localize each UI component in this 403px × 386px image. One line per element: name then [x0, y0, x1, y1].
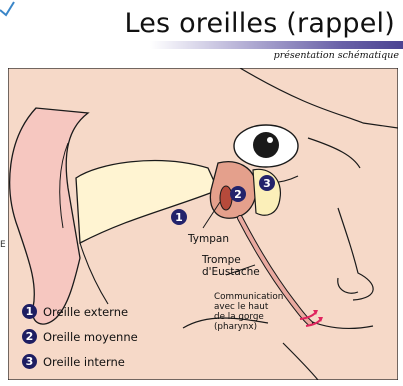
comm-label-line1: Communication [214, 292, 283, 302]
checkmark-icon [0, 0, 20, 20]
trompe-label-line2: d'Eustache [202, 266, 260, 278]
page-title: Les oreilles (rappel) [124, 8, 395, 39]
marker-middle-ear: 2 [230, 186, 246, 202]
legend-label: Oreille externe [43, 305, 128, 319]
comm-label-line3: de la gorge [214, 312, 264, 322]
legend-number: 1 [22, 304, 37, 319]
header: Les oreilles (rappel) présentation schém… [0, 0, 403, 64]
legend-number: 2 [22, 329, 37, 344]
legend-item-1: 1 Oreille externe [22, 304, 128, 319]
eye-glint [267, 137, 273, 143]
ear-diagram: 1 2 3 Tympan Trompe d'Eustache Communica… [8, 68, 398, 380]
tympan-label: Tympan [188, 233, 229, 245]
legend-number: 3 [22, 354, 37, 369]
legend-label: Oreille interne [43, 355, 125, 369]
legend-label: Oreille moyenne [43, 330, 138, 344]
marker-outer-ear: 1 [171, 209, 187, 225]
edge-letter: E [0, 240, 6, 250]
title-underline [150, 41, 403, 49]
pupil [253, 132, 279, 158]
legend-item-3: 3 Oreille interne [22, 354, 125, 369]
page-subtitle: présentation schématique [274, 50, 399, 61]
comm-label-line4: (pharynx) [214, 322, 257, 332]
comm-label-line2: avec le haut [214, 302, 268, 312]
marker-inner-ear: 3 [259, 175, 275, 191]
legend-item-2: 2 Oreille moyenne [22, 329, 138, 344]
trompe-label-line1: Trompe [202, 254, 241, 266]
